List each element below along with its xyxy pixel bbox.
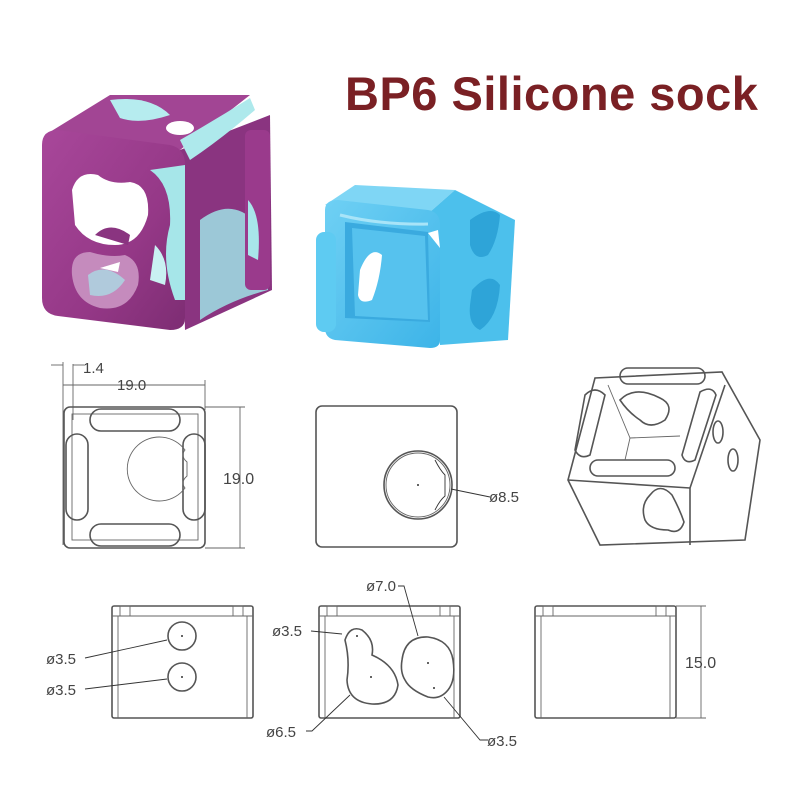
top-view-drawing: 1.4 19.0 19.0 xyxy=(51,360,254,549)
dim-height: 19.0 xyxy=(223,471,254,488)
dim-hole-top-3-5: ø3.5 xyxy=(46,651,76,668)
dim-small-hole-3-5: ø3.5 xyxy=(272,623,302,640)
dim-height-15-0: 15.0 xyxy=(685,655,716,672)
dim-pear-hole-6-5: ø6.5 xyxy=(266,724,296,741)
side-view-middle-drawing: ø3.5 ø7.0 ø6.5 ø3.5 xyxy=(266,578,517,750)
dim-small-hole-bottom-3-5: ø3.5 xyxy=(487,733,517,750)
dim-width: 19.0 xyxy=(117,377,146,394)
front-view-drawing: ø8.5 xyxy=(315,405,519,548)
page-title: BP6 Silicone sock xyxy=(345,67,759,120)
dim-hole-8-5: ø8.5 xyxy=(489,489,519,506)
dim-large-hole-7-0: ø7.0 xyxy=(366,578,396,595)
dim-hole-bottom-3-5: ø3.5 xyxy=(46,682,76,699)
dim-wall-thickness: 1.4 xyxy=(83,360,104,377)
purple-sock-photo xyxy=(42,95,272,330)
side-view-left-drawing: ø3.5 ø3.5 xyxy=(46,605,254,719)
blue-sock-photo xyxy=(316,185,515,348)
side-view-right-drawing: 15.0 xyxy=(534,605,716,719)
isometric-drawing xyxy=(567,367,761,546)
